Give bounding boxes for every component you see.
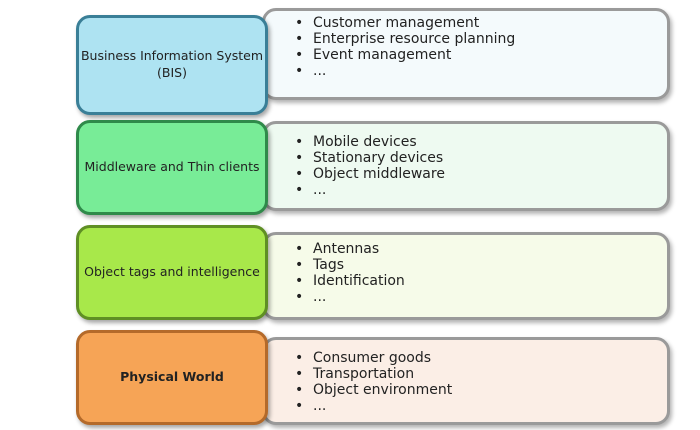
list-item: Antennas (295, 241, 667, 257)
list-item: Consumer goods (295, 350, 667, 366)
list-item: ... (295, 289, 667, 305)
list-item: ... (295, 398, 667, 414)
layer-label-bis: Business Information System (BIS) (76, 15, 268, 115)
list-item: Object middleware (295, 166, 667, 182)
layer-list-physical-world: Consumer goodsTransportationObject envir… (262, 337, 670, 425)
list-item: Mobile devices (295, 134, 667, 150)
layer-label-middleware: Middleware and Thin clients (76, 120, 268, 215)
list-item: Tags (295, 257, 667, 273)
list-item: Enterprise resource planning (295, 31, 667, 47)
layer-list-object-tags: AntennasTagsIdentification... (262, 232, 670, 320)
list-item: Stationary devices (295, 150, 667, 166)
layer-label-object-tags: Object tags and intelligence (76, 225, 268, 320)
list-item: Transportation (295, 366, 667, 382)
list-item: Event management (295, 47, 667, 63)
list-item: Customer management (295, 15, 667, 31)
list-item: Object environment (295, 382, 667, 398)
layer-label-physical-world: Physical World (76, 330, 268, 425)
layer-list-middleware: Mobile devicesStationary devicesObject m… (262, 121, 670, 211)
list-item: Identification (295, 273, 667, 289)
list-item: ... (295, 182, 667, 198)
list-item: ... (295, 63, 667, 79)
layer-list-bis: Customer managementEnterprise resource p… (262, 8, 670, 100)
